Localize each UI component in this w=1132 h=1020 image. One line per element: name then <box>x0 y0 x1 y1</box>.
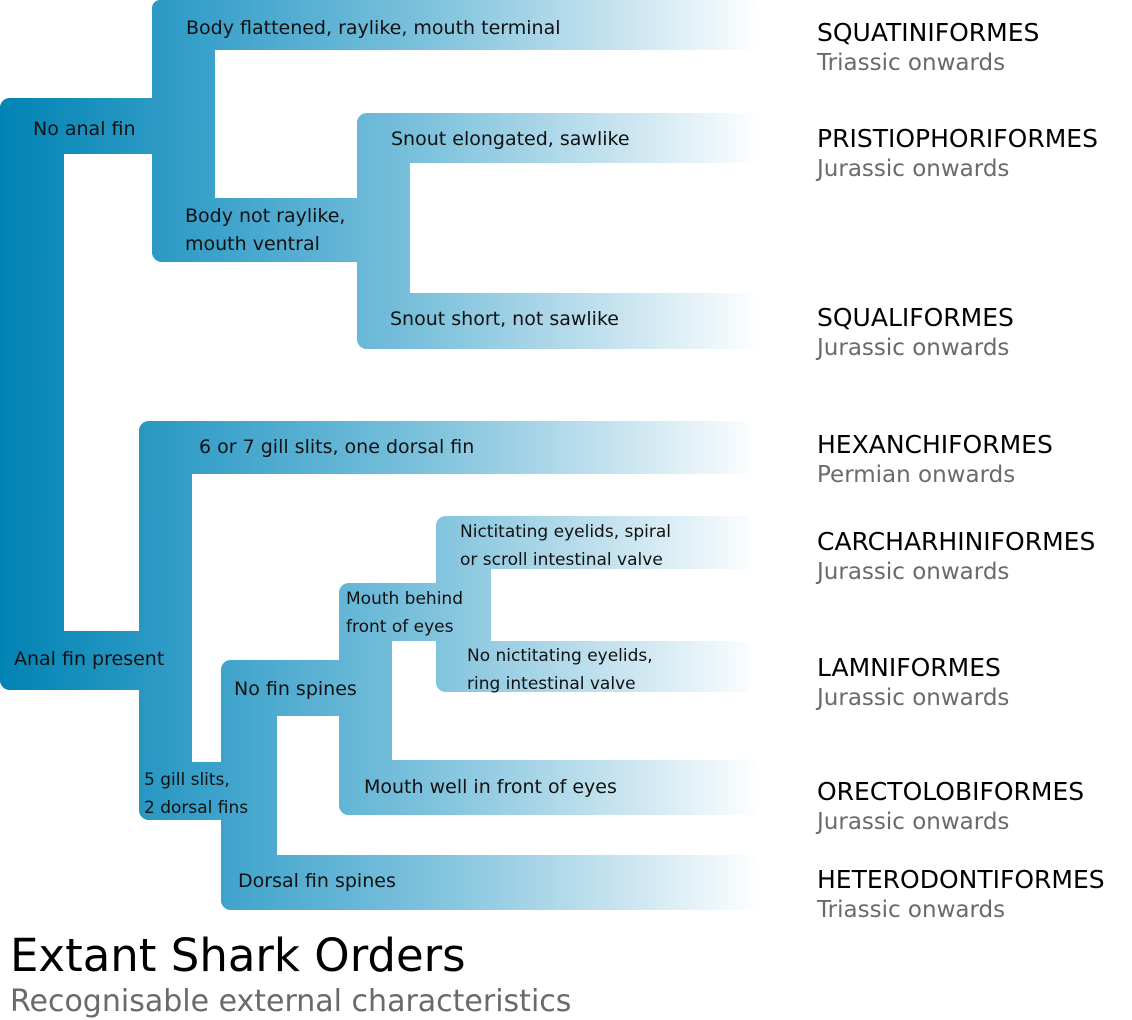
gill-6-7-branch <box>139 421 752 474</box>
order-age: Jurassic onwards <box>817 809 1010 835</box>
spines-split-branch <box>221 660 277 910</box>
order-orectolobiformes: ORECTOLOBIFORMES Jurassic onwards <box>817 777 1084 837</box>
nictitating-branch <box>436 516 752 569</box>
node-gill-5-line1: 5 gill slits, <box>144 770 230 790</box>
root-branch <box>0 98 64 690</box>
snout-elongated-branch <box>357 113 760 163</box>
order-squatiniformes: SQUATINIFORMES Triassic onwards <box>817 18 1039 78</box>
dorsal-fin-spines-branch <box>221 855 760 910</box>
node-dorsal-fin-spines: Dorsal fin spines <box>238 870 396 892</box>
order-age: Jurassic onwards <box>817 559 1010 585</box>
order-age: Triassic onwards <box>817 50 1006 76</box>
node-snout-short: Snout short, not sawlike <box>390 308 619 330</box>
order-heterodontiformes: HETERODONTIFORMES Triassic onwards <box>817 865 1105 925</box>
order-name: HETERODONTIFORMES <box>817 865 1105 894</box>
diagram-title: Extant Shark Orders <box>10 929 466 982</box>
node-no-nictitating-line2: ring intestinal valve <box>467 674 636 694</box>
node-body-not-raylike-line1: Body not raylike, <box>185 205 346 227</box>
order-carcharhiniformes: CARCHARHINIFORMES Jurassic onwards <box>817 527 1095 587</box>
order-age: Jurassic onwards <box>817 685 1010 711</box>
order-age: Jurassic onwards <box>817 335 1010 361</box>
upper-split-branch <box>152 0 215 262</box>
no-nictitating-branch <box>436 641 752 692</box>
node-gill-5-line2: 2 dorsal fins <box>144 798 249 818</box>
node-anal-fin-present: Anal fin present <box>14 648 165 670</box>
lower-split-branch <box>139 421 192 820</box>
node-body-not-raylike-line2: mouth ventral <box>185 233 320 255</box>
order-name: SQUATINIFORMES <box>817 18 1040 47</box>
order-lamniformes: LAMNIFORMES Jurassic onwards <box>817 653 1009 713</box>
order-name: PRISTIOPHORIFORMES <box>817 124 1098 153</box>
snout-short-branch <box>357 293 760 349</box>
node-no-nictitating-line1: No nictitating eyelids, <box>467 646 653 666</box>
order-age: Permian onwards <box>817 462 1016 488</box>
order-name: ORECTOLOBIFORMES <box>817 777 1085 806</box>
snout-split-branch <box>357 113 410 349</box>
order-name: CARCHARHINIFORMES <box>817 527 1096 556</box>
order-name: LAMNIFORMES <box>817 653 1001 682</box>
order-squaliformes: SQUALIFORMES Jurassic onwards <box>817 303 1014 363</box>
node-mouth-behind-line2: front of eyes <box>346 617 454 637</box>
node-body-flattened: Body flattened, raylike, mouth terminal <box>186 17 561 39</box>
body-flattened-branch <box>152 0 760 50</box>
order-name: SQUALIFORMES <box>817 303 1014 332</box>
node-mouth-behind-line1: Mouth behind <box>346 589 463 609</box>
node-no-fin-spines: No fin spines <box>234 678 357 700</box>
node-gill-6-7: 6 or 7 gill slits, one dorsal fin <box>199 436 475 458</box>
mouth-front-branch <box>339 760 760 815</box>
node-nictitating-line2: or scroll intestinal valve <box>460 550 663 570</box>
node-snout-elongated: Snout elongated, sawlike <box>391 128 630 150</box>
order-age: Jurassic onwards <box>817 156 1010 182</box>
node-nictitating-line1: Nictitating eyelids, spiral <box>460 522 671 542</box>
node-no-anal-fin: No anal fin <box>33 118 136 140</box>
body-not-raylike-branch <box>152 198 410 262</box>
order-name: HEXANCHIFORMES <box>817 430 1053 459</box>
node-mouth-front: Mouth well in front of eyes <box>364 776 617 798</box>
order-age: Triassic onwards <box>817 897 1006 923</box>
diagram-subtitle: Recognisable external characteristics <box>10 984 572 1019</box>
order-hexanchiformes: HEXANCHIFORMES Permian onwards <box>817 430 1053 490</box>
order-pristiophoriformes: PRISTIOPHORIFORMES Jurassic onwards <box>817 124 1098 184</box>
